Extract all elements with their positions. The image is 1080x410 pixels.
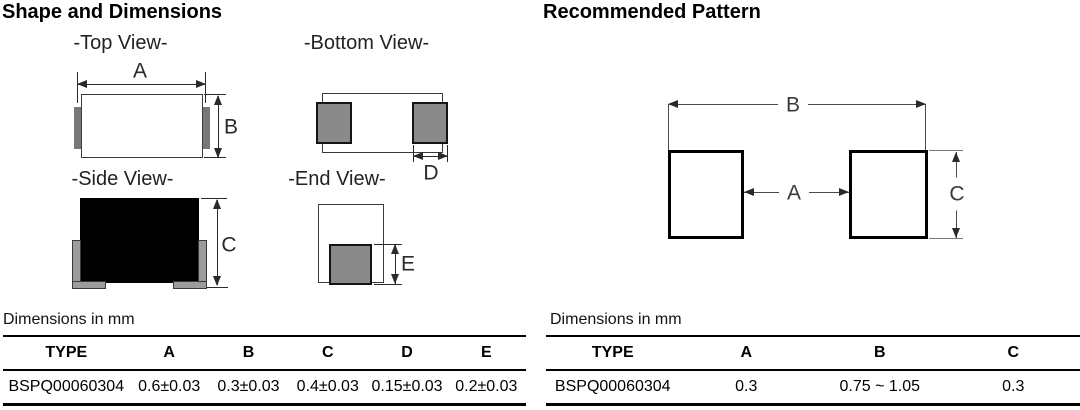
dim-e-line: [395, 245, 396, 284]
dim-e-arrow-up: [391, 244, 399, 254]
pattern-dim-a-arrow-left: [744, 188, 754, 196]
column-header-type: TYPE: [45, 344, 88, 361]
top-view-label: -Top View-: [73, 32, 168, 54]
pattern-dim-a-arrow-right: [839, 188, 849, 196]
column-header-c: C: [1007, 344, 1020, 361]
pattern-dim-letter-a: A: [778, 182, 810, 204]
column-header-a: A: [163, 344, 175, 361]
bottom-view-pad-right: [412, 102, 448, 144]
pattern-units-note: Dimensions in mm: [550, 311, 682, 328]
cell-a: 0.3: [735, 378, 758, 395]
dim-c-line: [217, 200, 218, 285]
dim-e-extension-bottom: [374, 284, 402, 285]
pattern-dim-c-extension-bottom: [929, 238, 963, 239]
side-view-label: -Side View-: [71, 168, 174, 190]
dim-b-line: [218, 96, 219, 158]
dim-d-line: [413, 156, 448, 157]
dim-c-extension-top: [201, 198, 227, 199]
dim-a-arrow-left: [77, 80, 87, 88]
dim-letter-e: E: [400, 252, 416, 276]
column-header-d: D: [401, 344, 413, 361]
dim-e-extension-top: [374, 244, 402, 245]
pattern-pad-right: [849, 150, 928, 239]
shape-section-title: Shape and Dimensions: [2, 1, 223, 23]
column-header-type: TYPE: [591, 344, 634, 361]
cell-type: BSPQ00060304: [554, 378, 671, 395]
pattern-dim-b-arrow-left: [668, 100, 678, 108]
dim-d-arrow-right: [438, 152, 448, 160]
dim-b-arrow-up: [214, 95, 222, 105]
pattern-dim-c-arrow-down: [952, 228, 960, 238]
column-header-b: B: [873, 344, 886, 361]
pattern-section-title: Recommended Pattern: [543, 1, 761, 23]
pattern-dimensions-table: TYPE A B C BSPQ00060304 0.3 0.75 ~ 1.05 …: [546, 335, 1080, 406]
table-header-row: TYPE A B C: [546, 335, 1080, 371]
dim-c-extension-bottom: [207, 287, 228, 288]
cell-type: BSPQ00060304: [8, 378, 125, 395]
pattern-dim-c-extension-top: [929, 150, 963, 151]
top-view-terminal-right: [203, 107, 210, 149]
dim-d-arrow-left: [413, 152, 423, 160]
dim-a-arrow-right: [196, 80, 206, 88]
cell-c: 0.3: [1002, 378, 1025, 395]
dim-letter-a: A: [132, 59, 148, 83]
table-header-row: TYPE A B C D E: [3, 335, 526, 371]
cell-c: 0.4±0.03: [296, 378, 359, 395]
cell-a: 0.6±0.03: [138, 378, 201, 395]
dim-letter-c: C: [221, 233, 237, 257]
side-view-terminal-right-horizontal: [173, 281, 207, 289]
side-view-body: [80, 198, 199, 283]
bottom-view-label: -Bottom View-: [303, 32, 430, 54]
side-view-terminal-left-horizontal: [72, 281, 106, 289]
dim-b-arrow-down: [214, 148, 222, 158]
top-view-terminal-left: [74, 107, 81, 149]
dim-e-arrow-down: [391, 274, 399, 284]
table-row: BSPQ00060304 0.3 0.75 ~ 1.05 0.3: [546, 371, 1080, 406]
shape-dimensions-table: TYPE A B C D E BSPQ00060304 0.6±0.03 0.3…: [3, 335, 526, 406]
column-header-e: E: [480, 344, 492, 361]
dim-letter-d: D: [423, 161, 439, 185]
cell-e: 0.2±0.03: [455, 378, 518, 395]
top-view-body: [81, 94, 203, 158]
column-header-a: A: [740, 344, 753, 361]
bottom-view-pad-left: [316, 102, 352, 144]
cell-d: 0.15±0.03: [371, 378, 443, 395]
end-view-label: -End View-: [288, 168, 386, 190]
pattern-dim-b-extension-right: [925, 104, 926, 150]
cell-b: 0.75 ~ 1.05: [839, 378, 920, 395]
column-header-b: B: [242, 344, 255, 361]
pattern-dim-letter-b: B: [777, 94, 809, 116]
end-view-pad: [329, 244, 372, 285]
pattern-dim-c-arrow-up: [952, 152, 960, 162]
shape-units-note: Dimensions in mm: [3, 311, 135, 328]
cell-b: 0.3±0.03: [217, 378, 280, 395]
dim-c-arrow-down: [213, 276, 221, 286]
pattern-dim-letter-c: C: [949, 177, 965, 211]
dim-c-arrow-up: [213, 199, 221, 209]
dim-a-line: [77, 84, 206, 85]
dim-b-extension-top: [204, 94, 226, 95]
dim-letter-b: B: [223, 115, 239, 139]
table-row: BSPQ00060304 0.6±0.03 0.3±0.03 0.4±0.03 …: [3, 371, 526, 406]
pattern-dim-b-arrow-right: [916, 100, 926, 108]
column-header-c: C: [321, 344, 334, 361]
pattern-pad-left: [668, 150, 744, 239]
pattern-dim-b-extension-left: [668, 104, 669, 150]
